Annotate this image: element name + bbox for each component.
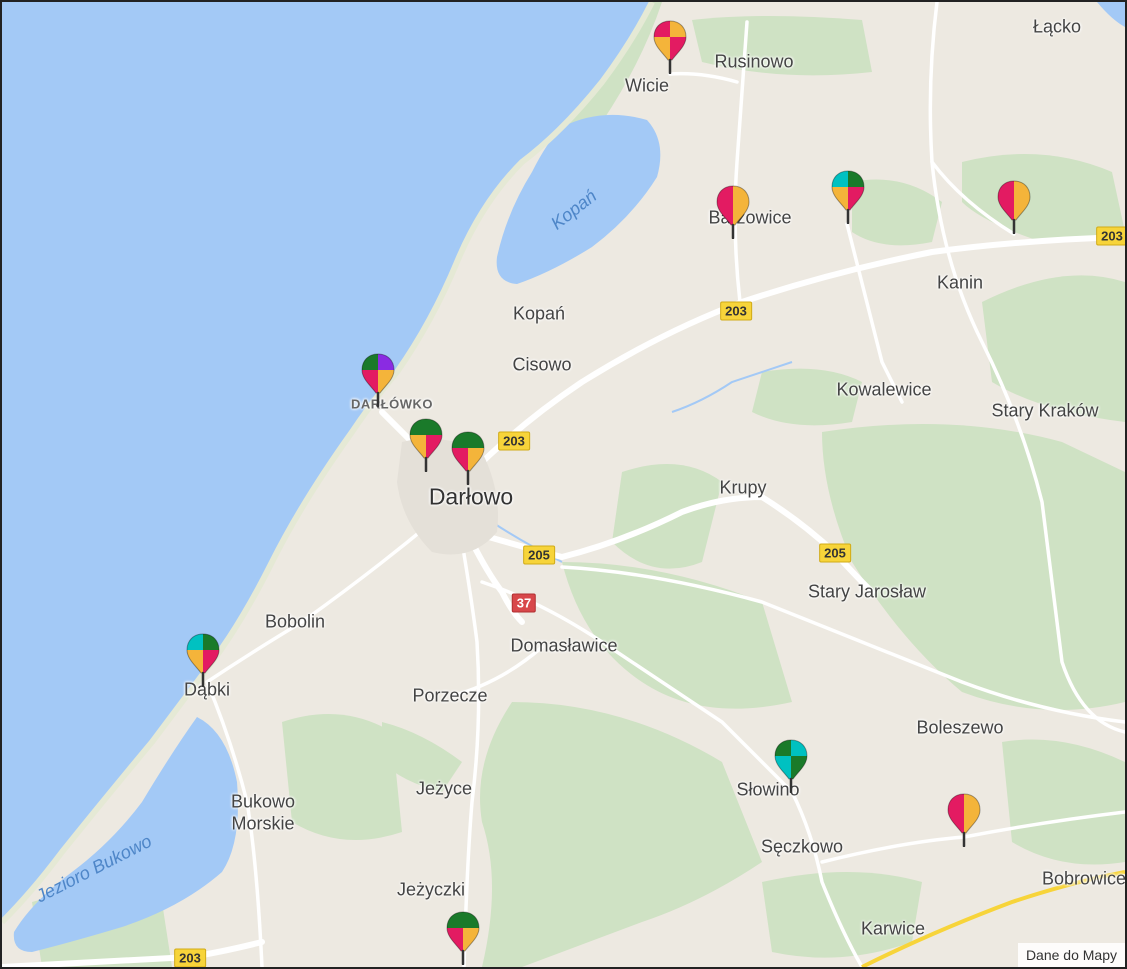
balloon-marker-icon[interactable]: [451, 431, 485, 486]
balloon-marker-icon[interactable]: [947, 793, 981, 848]
map-attribution[interactable]: Dane do Mapy: [1017, 943, 1125, 967]
balloon-marker-icon[interactable]: [774, 739, 808, 794]
place-label-stary-jaroslaw: Stary Jarosław: [807, 581, 927, 602]
road-shield-r37: 37: [511, 593, 537, 613]
balloon-marker-icon[interactable]: [361, 353, 395, 408]
balloon-marker-icon[interactable]: [716, 185, 750, 240]
place-label-cisowo: Cisowo: [512, 354, 572, 375]
place-label-kanin: Kanin: [936, 272, 984, 293]
balloon-marker-icon[interactable]: [997, 180, 1031, 235]
place-label-kowalewice: Kowalewice: [836, 379, 932, 400]
place-label-porzecze: Porzecze: [412, 685, 488, 706]
place-label-karwice: Karwice: [860, 918, 926, 939]
place-label-domaslawice: Domasławice: [510, 635, 618, 656]
balloon-marker-icon[interactable]: [446, 911, 480, 966]
place-label-dabki: Dąbki: [183, 679, 231, 700]
balloon-marker-icon[interactable]: [653, 20, 687, 75]
highway-yellow: [861, 870, 1125, 967]
place-label-wicie: Wicie: [625, 75, 669, 96]
place-label-boleszewo: Boleszewo: [916, 717, 1004, 738]
road-shield-r203-d: 203: [174, 948, 206, 967]
place-label-kopan: Kopań: [512, 303, 566, 324]
place-label-bukowo-2: Morskie: [231, 813, 295, 834]
place-label-bobolin: Bobolin: [264, 611, 326, 632]
place-label-darlowo: Darłowo: [428, 483, 514, 510]
place-label-seczkowo: Sęczkowo: [760, 836, 844, 857]
darlowo-urban: [397, 438, 498, 555]
kopan-lake: [496, 114, 661, 284]
place-label-stary-krakow: Stary Kraków: [991, 400, 1099, 421]
road-shield-r203-b: 203: [1096, 226, 1125, 246]
place-label-slowino: Słowino: [736, 779, 800, 800]
place-label-bukowo-1: Bukowo: [230, 791, 296, 812]
road-shield-r203-a: 203: [720, 301, 752, 321]
sea: [2, 2, 652, 922]
bukowo-lake: [13, 717, 239, 952]
place-label-krupy: Krupy: [719, 477, 767, 498]
minor-roads: [205, 2, 1125, 967]
balloon-marker-icon[interactable]: [186, 633, 220, 688]
beach-strip: [2, 2, 655, 925]
place-label-bobrowice: Bobrowice: [1041, 868, 1127, 889]
place-label-darlowko: DARŁÓWKO: [351, 396, 433, 412]
place-label-jezyce: Jeżyce: [415, 778, 473, 799]
balloon-marker-icon[interactable]: [409, 418, 443, 473]
place-label-jezyczki: Jeżyczki: [396, 879, 466, 900]
road-shield-r205-a: 205: [523, 545, 555, 565]
road-shield-r205-b: 205: [819, 543, 851, 563]
balloon-marker-icon[interactable]: [831, 170, 865, 225]
bay-top-right: [1097, 2, 1125, 27]
place-label-lacko: Łącko: [1032, 16, 1082, 37]
road-shield-r203-c: 203: [498, 431, 530, 451]
place-label-rusinowo: Rusinowo: [714, 51, 794, 72]
